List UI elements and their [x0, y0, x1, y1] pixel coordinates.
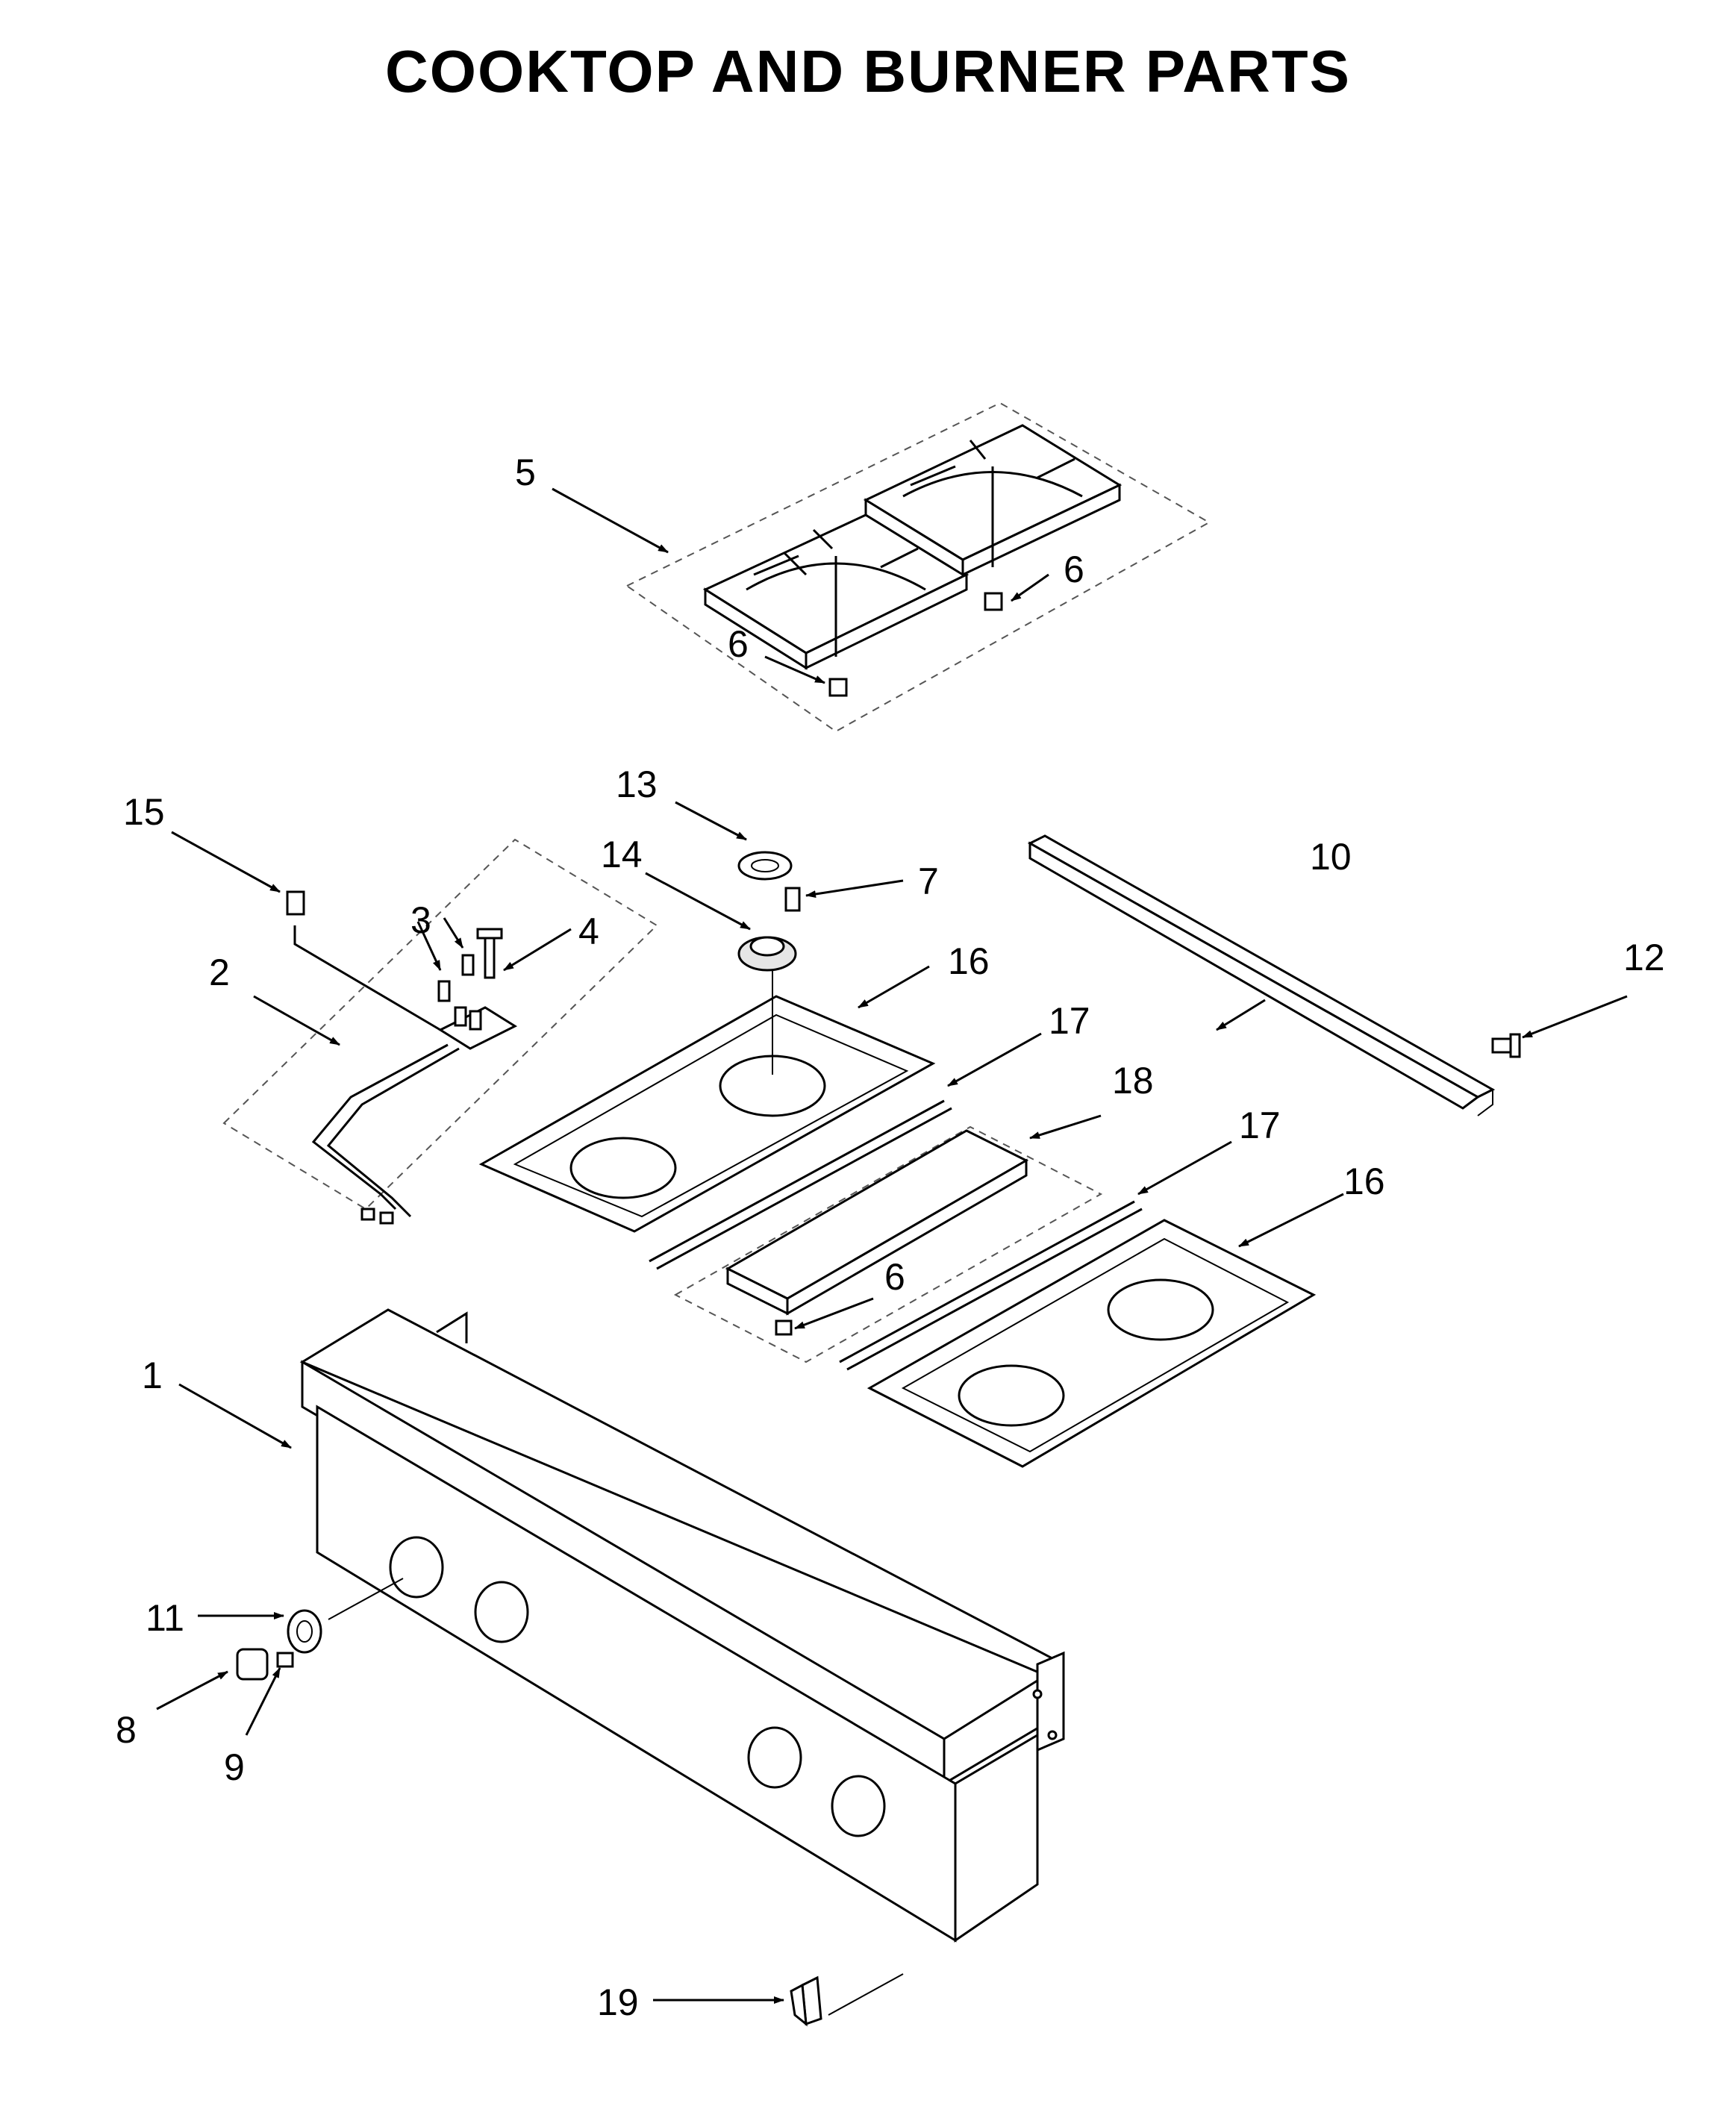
callout-13: 13 — [616, 763, 658, 805]
callout-15: 15 — [123, 791, 165, 833]
callout-8: 8 — [116, 1709, 137, 1751]
callout-6-grate-right: 6 — [1064, 549, 1084, 590]
burner-pan-left[interactable] — [478, 970, 936, 1233]
bracket-19[interactable] — [790, 1975, 822, 2027]
callout-2: 2 — [209, 952, 230, 993]
callout-4: 4 — [578, 910, 599, 952]
callout-18: 18 — [1112, 1060, 1154, 1102]
callout-19: 19 — [597, 1981, 639, 2023]
control-knob-assembly[interactable] — [236, 1609, 322, 1681]
burner-cap-and-base[interactable] — [737, 851, 801, 972]
callout-10: 10 — [1310, 836, 1352, 878]
callout-5: 5 — [515, 452, 536, 493]
callout-6-grate-left: 6 — [728, 623, 749, 665]
callout-arrows — [156, 487, 1628, 2004]
callout-16-right: 16 — [1343, 1160, 1385, 1202]
callout-12: 12 — [1623, 937, 1665, 978]
grate-assembly[interactable] — [625, 402, 1211, 733]
callout-1: 1 — [142, 1355, 163, 1396]
callout-9: 9 — [224, 1746, 245, 1788]
screw-12[interactable] — [1491, 1033, 1521, 1058]
center-tray[interactable] — [673, 1125, 1103, 1363]
callout-3: 3 — [410, 899, 431, 941]
callout-14: 14 — [601, 834, 643, 875]
manifold-panel[interactable] — [299, 1308, 1065, 2016]
burner-pan-right[interactable] — [867, 1219, 1317, 1468]
callout-11: 11 — [146, 1597, 184, 1639]
callout-labels: 5 6 6 13 15 14 7 10 3 4 2 16 12 17 18 17… — [116, 452, 1665, 2023]
trim-strips[interactable] — [649, 1099, 1143, 1371]
page-title: COOKTOP AND BURNER PARTS — [384, 38, 1351, 104]
rear-rail[interactable] — [1027, 834, 1496, 1116]
callout-17-right: 17 — [1239, 1105, 1281, 1146]
burner-tube-assembly[interactable] — [222, 838, 658, 1225]
callout-6-tray: 6 — [884, 1256, 905, 1298]
callout-16-left: 16 — [948, 940, 990, 982]
callout-17-left: 17 — [1049, 1000, 1090, 1042]
callout-7: 7 — [918, 860, 939, 902]
